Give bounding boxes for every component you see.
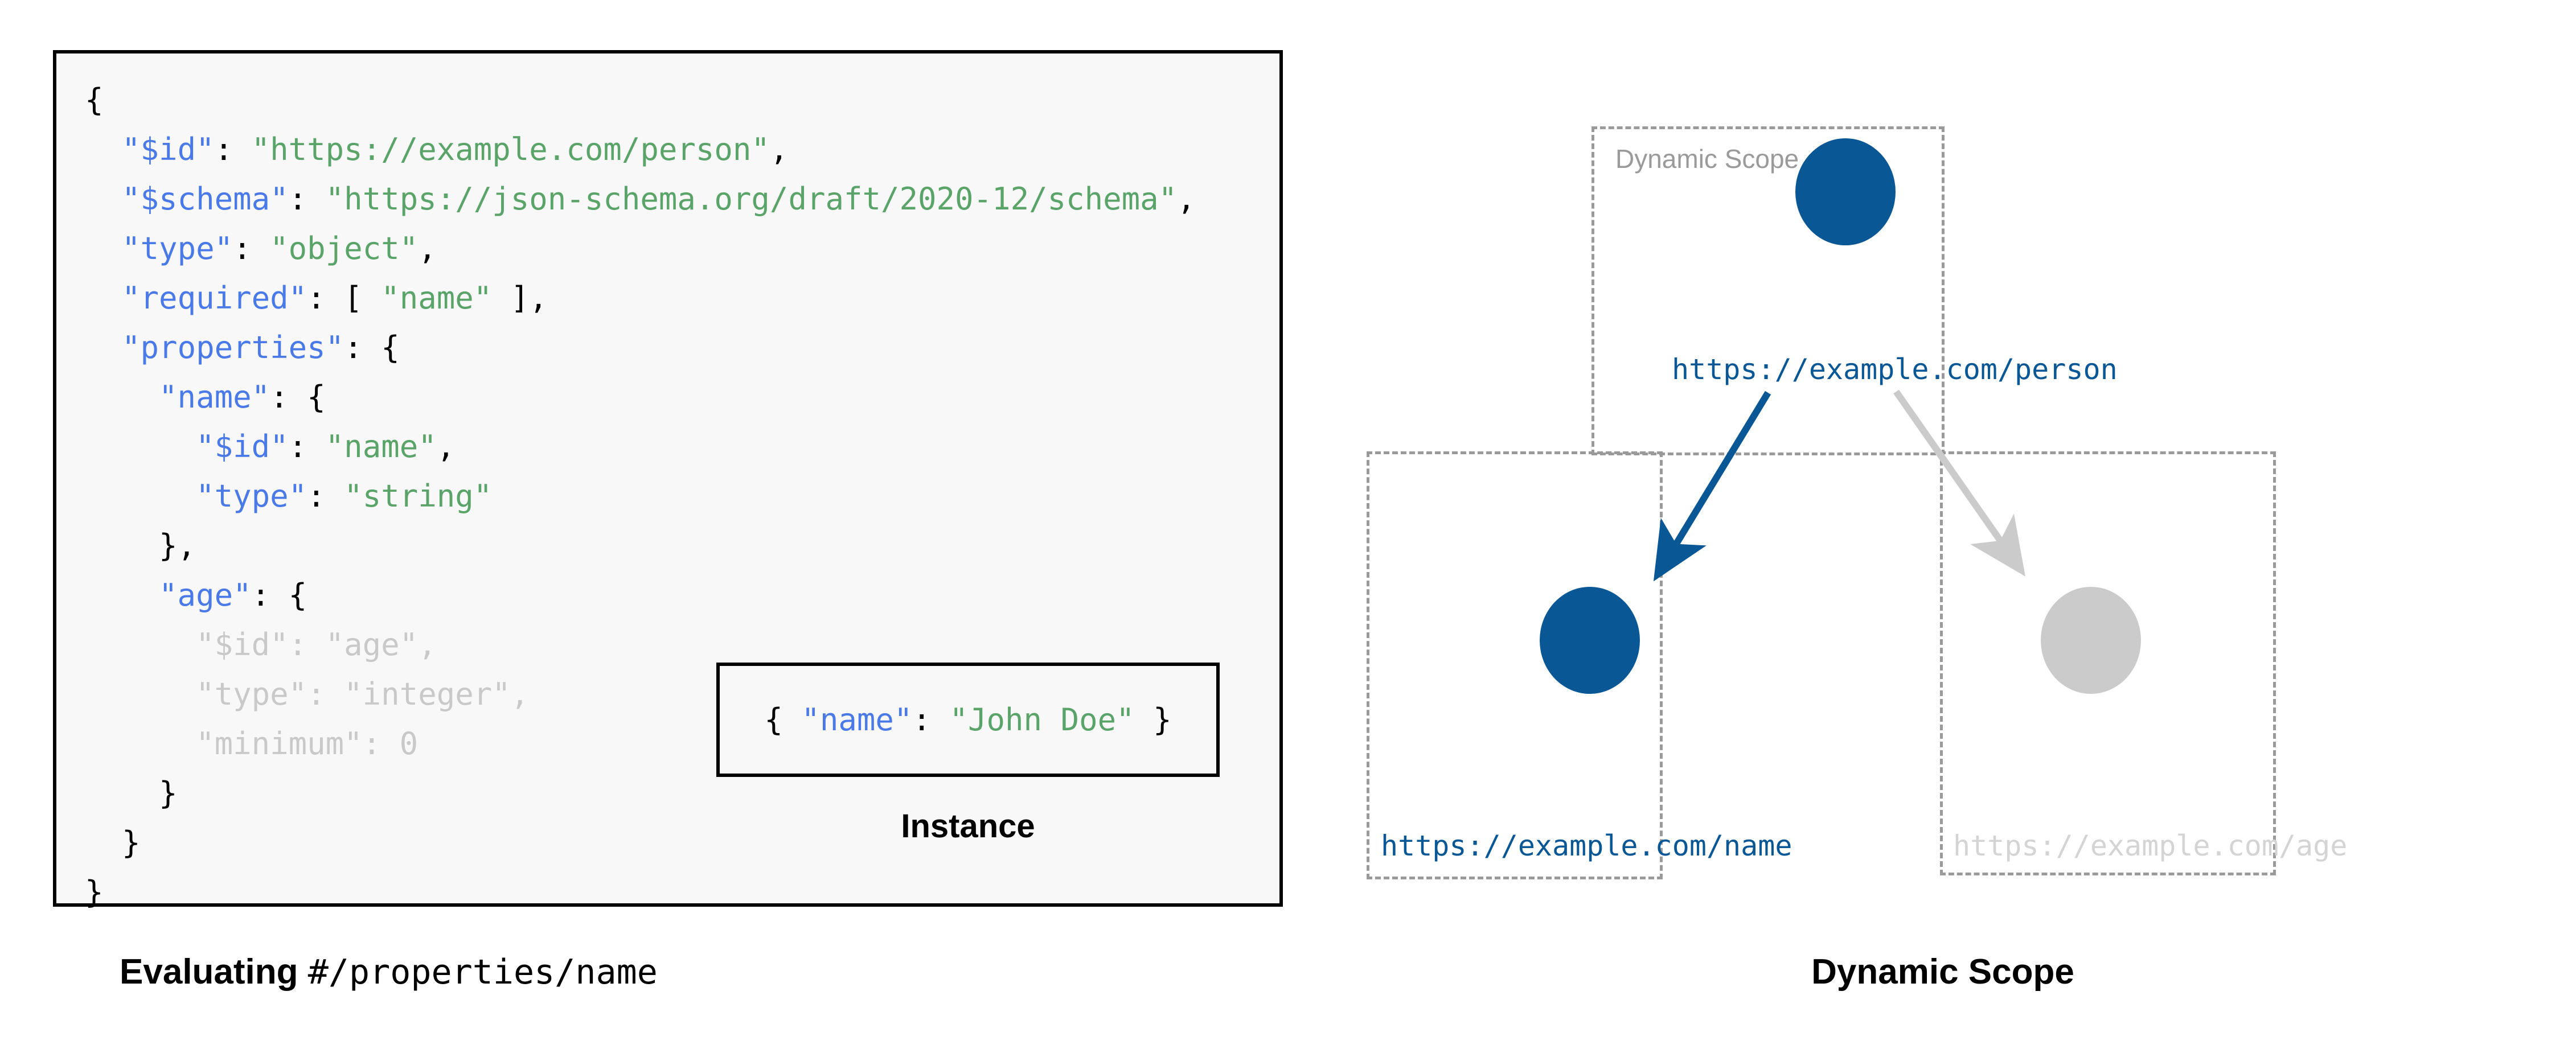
code-line: "minimum": 0 [85, 719, 1196, 768]
node-url-name: https://example.com/name [1381, 829, 1792, 862]
code-token: "$id": "age", [85, 627, 437, 663]
code-token [85, 429, 196, 464]
code-line: "required": [ "name" ], [85, 273, 1196, 323]
code-token: : { [344, 330, 400, 365]
code-line: "$schema": "https://json-schema.org/draf… [85, 174, 1196, 224]
schema-code-panel: { "$id": "https://example.com/person", "… [53, 50, 1283, 910]
code-line: "$id": "https://example.com/person", [85, 125, 1196, 174]
code-token: { [85, 82, 104, 118]
code-token [85, 231, 122, 266]
code-line: "type": "object", [85, 224, 1196, 273]
code-token: : [233, 231, 270, 266]
code-line: }, [85, 521, 1196, 570]
code-token: : [288, 181, 326, 217]
code-token: } [1134, 702, 1172, 738]
code-token: "required" [122, 280, 307, 316]
code-token [85, 379, 159, 415]
diagram-arrows [1653, 389, 2025, 582]
dynamic-scope-caption: Dynamic Scope [1811, 952, 2074, 992]
code-token: "type": "integer", [85, 676, 530, 712]
code-token: "John Doe" [949, 702, 1135, 738]
node-circle-person [1795, 138, 1896, 245]
code-line: "type": "string" [85, 471, 1196, 521]
code-line: "name": { [85, 372, 1196, 422]
code-token: "name" [325, 429, 437, 464]
code-token: , [769, 131, 789, 167]
instance-code: { "name": "John Doe" } [764, 702, 1171, 738]
scope-box-name [1367, 451, 1663, 879]
code-token [85, 478, 196, 514]
code-token: } [85, 775, 178, 811]
code-token [85, 131, 122, 167]
arrow-person-to-name [1653, 390, 1771, 582]
arrow-person-to-age [1893, 389, 2025, 577]
node-circle-age [2041, 587, 2141, 694]
evaluating-caption-pointer: #/properties/name [307, 952, 658, 992]
code-token: }, [85, 528, 196, 563]
instance-box: { "name": "John Doe" } [716, 663, 1220, 777]
code-token: : [912, 702, 950, 738]
dynamic-scope-label: Dynamic Scope [1615, 144, 1799, 174]
code-token: : [ [307, 280, 382, 316]
evaluating-caption-bold: Evaluating [120, 952, 308, 992]
code-token: { [764, 702, 802, 738]
code-token: "$id" [122, 131, 215, 167]
instance-caption: Instance [901, 808, 1035, 845]
schema-code-block: { "$id": "https://example.com/person", "… [85, 75, 1196, 917]
node-url-person: https://example.com/person [1672, 353, 2118, 386]
code-token: "object" [270, 231, 419, 266]
code-token [85, 280, 122, 316]
code-line: } [85, 768, 1196, 818]
code-token: "properties" [122, 330, 344, 365]
code-token: "name" [801, 702, 913, 738]
code-token: : [214, 131, 252, 167]
code-token: : [307, 478, 344, 514]
code-line: } [85, 867, 1196, 917]
code-line: "$id": "name", [85, 422, 1196, 471]
code-token: "string" [344, 478, 493, 514]
code-line: "$id": "age", [85, 620, 1196, 669]
code-token: "type" [122, 231, 233, 266]
node-circle-name [1540, 587, 1640, 694]
code-token: , [436, 429, 456, 464]
code-token: } [85, 825, 141, 861]
scope-box-person [1591, 126, 1945, 455]
code-token: ], [492, 280, 548, 316]
evaluating-caption: Evaluating #/properties/name [120, 952, 658, 992]
code-token: "https://json-schema.org/draft/2020-12/s… [325, 181, 1178, 217]
code-token [85, 330, 122, 365]
code-line: "properties": { [85, 323, 1196, 372]
code-token: "minimum": 0 [85, 726, 419, 762]
code-token: "name" [159, 379, 270, 415]
code-token: "type" [196, 478, 307, 514]
code-token: : { [270, 379, 326, 415]
code-token [85, 181, 122, 217]
code-token: "https://example.com/person" [251, 131, 770, 167]
code-token: : [288, 429, 326, 464]
code-token: "name" [381, 280, 493, 316]
code-token: , [1177, 181, 1196, 217]
code-token: } [85, 874, 104, 910]
code-line: "type": "integer", [85, 669, 1196, 719]
code-token [85, 577, 159, 613]
code-line: } [85, 818, 1196, 867]
node-url-age: https://example.com/age [1953, 829, 2348, 862]
code-token: , [418, 231, 437, 266]
code-token: "age" [159, 577, 252, 613]
code-token: : { [251, 577, 307, 613]
dynamic-scope-diagram: Dynamic Scope https://example.com/person… [1310, 0, 2576, 1053]
scope-box-age [1940, 451, 2276, 875]
code-line: { [85, 75, 1196, 125]
code-line: "age": { [85, 570, 1196, 620]
code-token: "$id" [196, 429, 289, 464]
code-token: "$schema" [122, 181, 289, 217]
